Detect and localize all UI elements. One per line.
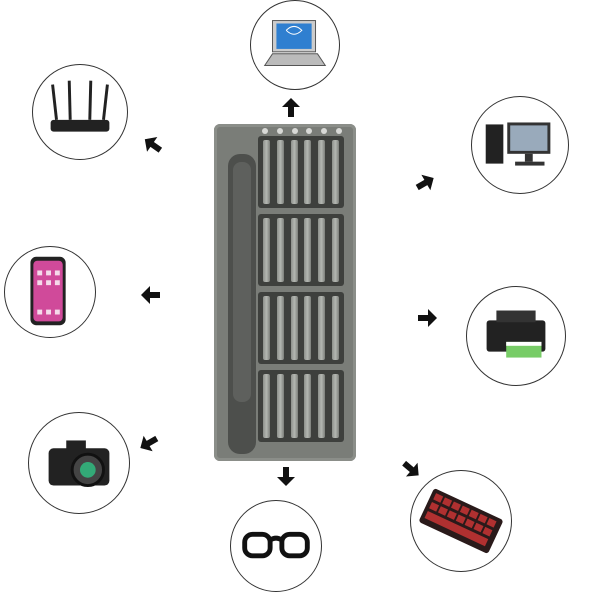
screwdriver-bit	[317, 374, 325, 438]
camera-icon	[28, 412, 130, 514]
arrow-up-icon	[282, 98, 300, 117]
bit-bay-4	[258, 370, 344, 442]
screwdriver-bit	[290, 140, 298, 204]
bit-bay-2	[258, 214, 344, 286]
screwdriver-bit	[263, 140, 271, 204]
screwdriver-bit	[276, 218, 284, 282]
arrow-upleft-icon	[144, 137, 163, 153]
screwdriver-bit	[304, 374, 312, 438]
screwdriver-bit	[331, 296, 339, 360]
arrow-downright-icon	[402, 460, 419, 477]
screwdriver-bit	[290, 374, 298, 438]
router-icon	[32, 64, 128, 160]
screwdriver-handle	[228, 154, 256, 454]
screwdriver-bit	[331, 218, 339, 282]
screwdriver-bit	[290, 218, 298, 282]
screwdriver-bit	[276, 296, 284, 360]
screwdriver-bit	[276, 374, 284, 438]
keyboard-icon	[410, 470, 512, 572]
arrow-down-icon	[277, 467, 295, 486]
screwdriver-bit	[304, 140, 312, 204]
screwdriver-bit	[304, 218, 312, 282]
screwdriver-bit	[304, 296, 312, 360]
desktop-computer-icon	[471, 96, 569, 194]
bit-size-dots	[262, 128, 342, 134]
screwdriver-bit	[331, 140, 339, 204]
screwdriver-bit	[290, 296, 298, 360]
screwdriver-bit	[317, 140, 325, 204]
bit-bay-3	[258, 292, 344, 364]
arrow-left-icon	[141, 286, 160, 304]
screwdriver-kit-case	[214, 124, 356, 461]
screwdriver-bit	[276, 140, 284, 204]
bit-bay-1	[258, 136, 344, 208]
arrow-right-icon	[418, 309, 437, 327]
screwdriver-bit	[263, 296, 271, 360]
screwdriver-bit	[331, 374, 339, 438]
arrow-downleft-icon	[140, 435, 159, 452]
smartphone-icon	[4, 246, 96, 338]
arrow-upright-icon	[415, 174, 434, 191]
screwdriver-bit	[317, 218, 325, 282]
screwdriver-bit	[263, 218, 271, 282]
printer-icon	[466, 286, 566, 386]
laptop-icon	[250, 0, 340, 90]
screwdriver-bit	[263, 374, 271, 438]
screwdriver-bit	[317, 296, 325, 360]
glasses-icon	[230, 500, 322, 592]
